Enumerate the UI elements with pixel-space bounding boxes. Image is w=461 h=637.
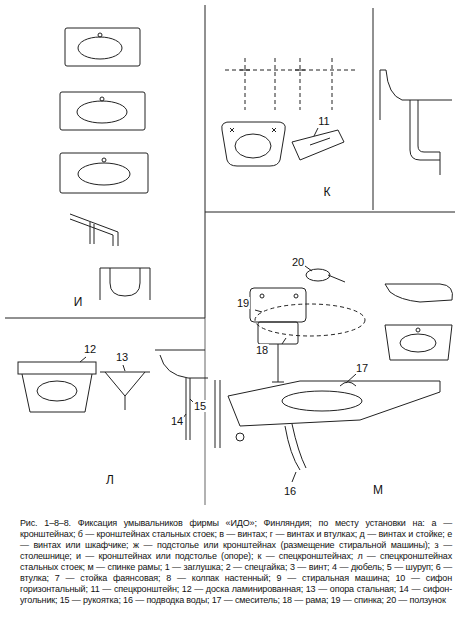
frame-back [250, 288, 365, 382]
callout-number: 18 [255, 344, 269, 356]
panel-divider [373, 8, 374, 210]
steel-support [100, 365, 150, 410]
panel-divider [5, 212, 205, 318]
sink-front [222, 122, 286, 166]
panel-letter: И [73, 296, 84, 308]
laminated-board-sink [18, 357, 96, 412]
panel-letter: М [372, 484, 384, 496]
callout-number: 12 [83, 343, 97, 355]
slider [305, 266, 345, 282]
callout-number: 20 [291, 256, 305, 268]
callout-number: 13 [115, 351, 129, 363]
frame-sink [215, 374, 440, 482]
special-bracket [292, 128, 344, 160]
callout-number: 14 [170, 415, 184, 427]
dimension-lines [225, 58, 358, 110]
panel-letter: Л [105, 474, 115, 486]
figure-caption: Рис. 1–8–8. Фиксация умывальников фирмы … [20, 518, 452, 606]
callout-number: 19 [236, 297, 250, 309]
wall-brackets [70, 214, 150, 300]
callout-number: 11 [317, 115, 330, 127]
sink-side-view [380, 70, 452, 175]
sink-side-view [385, 284, 453, 360]
countertop-sinks [60, 28, 148, 193]
panel-divider [205, 5, 455, 212]
panel-letter: К [323, 186, 332, 198]
callout-number: 15 [193, 400, 207, 412]
callout-number: 17 [355, 362, 369, 374]
callout-number: 16 [283, 485, 297, 497]
siphon-side-view [155, 350, 208, 440]
